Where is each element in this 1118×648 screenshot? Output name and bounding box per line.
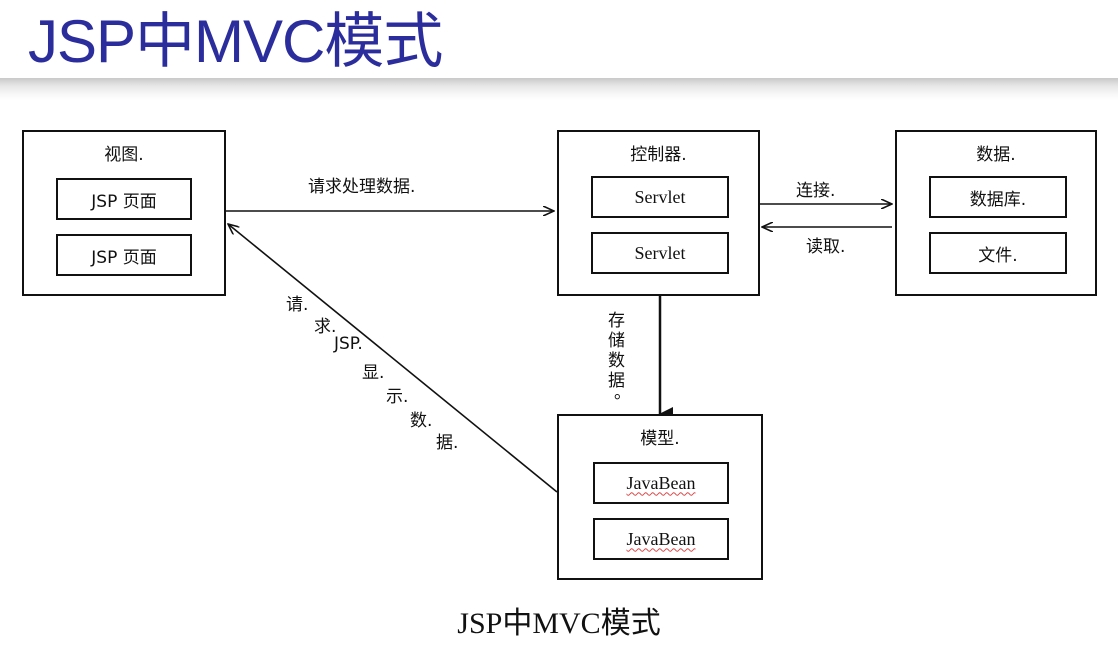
display-data-char-4: 显. <box>362 363 385 383</box>
model-title: 模型. <box>640 429 680 449</box>
display-data-char-3: JSP. <box>334 334 363 354</box>
slide-title: JSP中MVC模式 <box>28 8 443 75</box>
diagram-caption: JSP中MVC模式 <box>457 607 661 640</box>
view-item-jsp-page-1: JSP 页面 <box>56 178 192 220</box>
display-data-arrow <box>228 224 558 493</box>
view-box: 视图. JSP 页面 JSP 页面 <box>22 130 226 296</box>
store-data-char-2: 储 <box>608 331 625 351</box>
model-item-javabean-2: JavaBean <box>593 518 729 560</box>
connect-label: 连接. <box>796 181 836 201</box>
view-title: 视图. <box>104 145 144 165</box>
display-data-char-7: 据. <box>436 433 459 453</box>
data-box: 数据. 数据库. 文件. <box>895 130 1097 296</box>
data-title: 数据. <box>976 145 1016 165</box>
store-data-char-3: 数 <box>608 351 625 371</box>
controller-item-servlet-2: Servlet <box>591 232 729 274</box>
title-band <box>0 78 1118 100</box>
read-label: 读取. <box>806 237 846 257</box>
store-data-char-5: 。 <box>614 383 631 403</box>
data-item-file: 文件. <box>929 232 1067 274</box>
model-item-javabean-2-label: JavaBean <box>626 528 696 549</box>
controller-title: 控制器. <box>630 145 687 165</box>
display-data-char-1: 请. <box>286 295 309 315</box>
controller-item-servlet-1: Servlet <box>591 176 729 218</box>
display-data-char-6: 数. <box>410 411 433 431</box>
model-item-javabean-1-label: JavaBean <box>626 472 696 493</box>
display-data-char-2: 求. <box>314 317 337 337</box>
model-item-javabean-1: JavaBean <box>593 462 729 504</box>
data-item-database: 数据库. <box>929 176 1067 218</box>
view-item-jsp-page-2: JSP 页面 <box>56 234 192 276</box>
store-data-char-4: 据 <box>608 371 625 391</box>
model-box: 模型. JavaBean JavaBean <box>557 414 763 580</box>
controller-box: 控制器. Servlet Servlet <box>557 130 760 296</box>
request-process-label: 请求处理数据. <box>308 177 416 197</box>
display-data-char-5: 示. <box>386 387 409 407</box>
store-data-char-1: 存 <box>608 311 625 331</box>
